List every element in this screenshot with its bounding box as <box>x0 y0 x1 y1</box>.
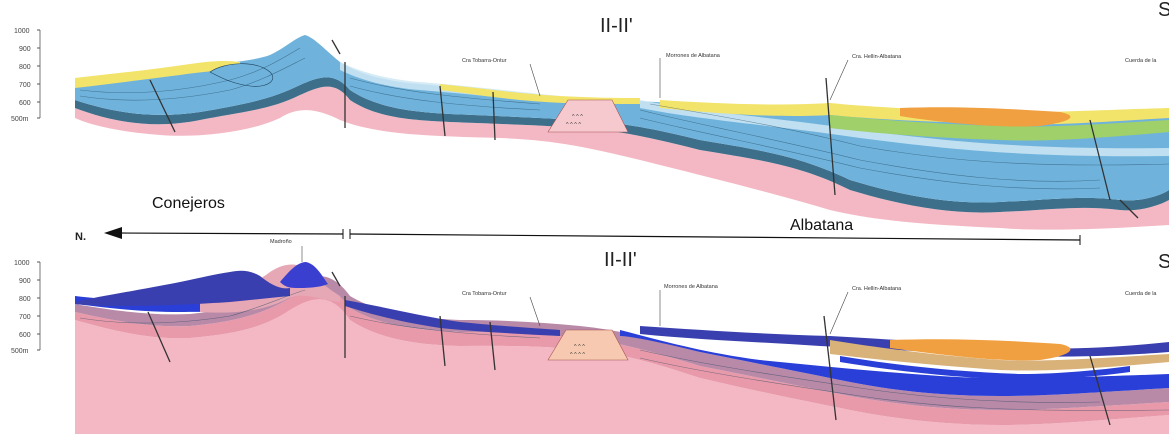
svg-text:^ ^ ^ ^: ^ ^ ^ ^ <box>570 352 585 358</box>
bottom-scale-500: 500m <box>11 348 29 355</box>
top-label-morrones: Morrones de Albatana <box>666 53 721 59</box>
bottom-scale-800: 800 <box>19 296 31 303</box>
north-arrow-line <box>118 233 343 234</box>
albatana-label: Albatana <box>790 217 853 234</box>
bottom-scale-1000: 1000 <box>14 260 30 267</box>
north-arrow-head <box>104 227 122 239</box>
top-scale-600: 600 <box>19 100 31 107</box>
bottom-scale-700: 700 <box>19 314 31 321</box>
top-label-tobarra: Cra Tobarra-Ontur <box>462 58 507 64</box>
bottom-label-morrones: Morrones de Albatana <box>664 284 719 290</box>
bottom-cross-section: 1000 900 800 700 600 500m ^ ^ ^ ^ ^ ^ ^ <box>11 239 1169 434</box>
albatana-range-line <box>350 234 1080 240</box>
top-fault-7 <box>332 40 340 54</box>
bottom-elevation-scale: 1000 900 800 700 600 500m <box>11 260 40 355</box>
svg-text:^ ^ ^: ^ ^ ^ <box>574 344 585 350</box>
bottom-label-hellin: Cra. Hellin-Albatana <box>852 286 902 292</box>
top-label-hellin: Cra. Hellin-Albatana <box>852 54 902 60</box>
svg-text:^ ^ ^ ^: ^ ^ ^ ^ <box>566 122 581 128</box>
top-elevation-scale: 1000 900 800 700 600 500m <box>11 28 40 123</box>
bottom-scale-900: 900 <box>19 278 31 285</box>
conejeros-label: Conejeros <box>152 195 225 212</box>
svg-text:^ ^ ^: ^ ^ ^ <box>572 114 583 120</box>
top-scale-800: 800 <box>19 64 31 71</box>
bottom-edge-letter: S <box>1158 251 1169 273</box>
top-edge-letter: S <box>1158 0 1169 21</box>
bottom-scale-600: 600 <box>19 332 31 339</box>
north-label: N. <box>75 231 86 243</box>
bottom-label-tobarra: Cra Tobarra-Ontur <box>462 291 507 297</box>
top-label-cuerda: Cuerda de la <box>1125 58 1157 64</box>
top-section-title: II-II' <box>600 15 633 37</box>
bottom-section-title: II-II' <box>604 249 637 271</box>
top-scale-1000: 1000 <box>14 28 30 35</box>
top-scale-700: 700 <box>19 82 31 89</box>
top-scale-900: 900 <box>19 46 31 53</box>
top-scale-500: 500m <box>11 116 29 123</box>
bottom-label-cuerda: Cuerda de la <box>1125 291 1157 297</box>
bottom-label-madrono: Madroño <box>270 239 292 245</box>
